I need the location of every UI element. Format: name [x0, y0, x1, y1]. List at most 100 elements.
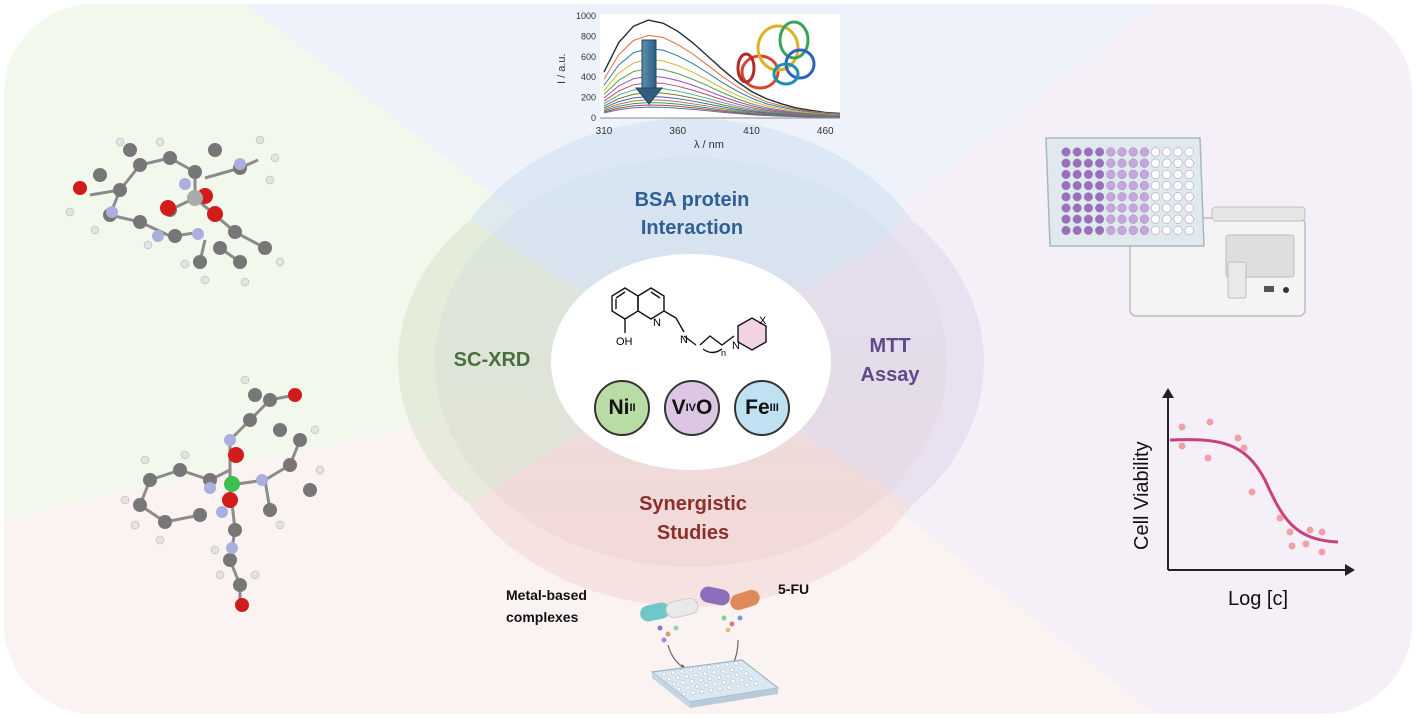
plate-well [1061, 169, 1071, 179]
small-plate-well [716, 675, 722, 680]
plate-well [1184, 214, 1194, 224]
small-plate-well [738, 666, 744, 671]
plate-well [1095, 214, 1105, 224]
section-mtt-line2: Assay [861, 364, 921, 386]
fluorescence-ytick-label: 800 [581, 31, 596, 41]
plate-well [1184, 158, 1194, 168]
plate-well [1151, 158, 1161, 168]
plate-well [1139, 192, 1149, 202]
plate-well [1184, 225, 1194, 235]
small-plate-well [726, 685, 732, 690]
plate-well [1151, 214, 1161, 224]
plate-well [1117, 147, 1127, 157]
small-plate-well [698, 677, 704, 683]
plate-well [1083, 225, 1093, 235]
plate-well [1106, 225, 1116, 235]
fe-oxidation: III [769, 402, 779, 414]
plate-well [1184, 169, 1194, 179]
fluorescence-xlabel: λ / nm [694, 139, 724, 151]
plate-well [1173, 214, 1183, 224]
plate-well [1162, 214, 1172, 224]
metal-complexes-label-line2: complexes [506, 609, 579, 625]
96-well-plate-icon [1045, 137, 1205, 247]
plate-well [1083, 169, 1093, 179]
plate-well [1095, 181, 1105, 191]
small-plate-well [730, 678, 736, 684]
plate-well [1117, 181, 1127, 191]
dots [657, 615, 743, 643]
plate-well [1162, 203, 1172, 213]
viability-ylabel: Cell Viability [1131, 441, 1153, 550]
plate-well [1095, 169, 1105, 179]
plate-well [1139, 203, 1149, 213]
small-plate-well [720, 668, 726, 674]
plate-well [1083, 214, 1093, 224]
plate-well [1072, 225, 1082, 235]
plate-well [1151, 225, 1161, 235]
plate-well [1072, 192, 1082, 202]
fluorescence-ytick-label: 400 [581, 72, 596, 82]
v-symbol: V [671, 396, 686, 419]
plate-well [1128, 147, 1138, 157]
small-plate-well [734, 672, 740, 678]
section-bsa-line1: BSA protein [635, 189, 750, 211]
plate-well [1106, 147, 1116, 157]
small-plate-well [748, 676, 754, 681]
small-plate-well [735, 683, 741, 689]
fluorescence-xtick-label: 360 [669, 126, 686, 137]
plate-well [1061, 203, 1071, 213]
plate-well [1151, 192, 1161, 202]
plate-well [1106, 158, 1116, 168]
crystal-structure-vanadium [65, 135, 285, 287]
small-plate-well [680, 680, 686, 685]
plate-well [1117, 169, 1127, 179]
ligand-n2: N [680, 334, 688, 346]
plate-well [1128, 158, 1138, 168]
plate-well [1061, 147, 1071, 157]
small-plate-well [685, 685, 691, 690]
fluorescence-ytick-label: 600 [581, 52, 596, 62]
plate-well [1173, 147, 1183, 157]
small-plate-well [708, 687, 714, 693]
plate-well [1128, 225, 1138, 235]
plate-well [1151, 203, 1161, 213]
v-oxo: O [696, 396, 713, 419]
5fu-label: 5-FU [778, 581, 809, 597]
ligand-x: X [759, 315, 767, 327]
small-plate-well [712, 681, 718, 687]
small-plate-well [703, 682, 709, 688]
plate-well [1128, 214, 1138, 224]
plate-well [1139, 225, 1149, 235]
sigmoid-curve [1169, 438, 1339, 544]
small-plate-well [661, 671, 667, 677]
section-mtt-line1: MTT [869, 335, 910, 357]
synergy-illustration [640, 586, 780, 708]
small-plate-well [724, 662, 730, 668]
plate-well [1117, 158, 1127, 168]
plate-well [1072, 203, 1082, 213]
small-plate-well [693, 672, 699, 678]
plate-well [1106, 192, 1116, 202]
plate-well [1095, 192, 1105, 202]
fluorescence-xtick-label: 310 [596, 126, 613, 137]
plate-well [1162, 147, 1172, 157]
v-oxidation: IV [685, 402, 697, 414]
plate-well [1061, 214, 1071, 224]
plate-well [1083, 147, 1093, 157]
small-plate-well [690, 690, 696, 695]
viability-chart: Cell Viability Log [c] [1131, 388, 1355, 610]
fluorescence-xtick-label: 460 [817, 126, 834, 137]
section-synergy-line2: Studies [657, 522, 729, 544]
small-plate-well [671, 681, 677, 687]
ni-oxidation: II [629, 402, 636, 414]
plate-well [1139, 214, 1149, 224]
plate-well [1173, 158, 1183, 168]
plate-well [1151, 147, 1161, 157]
small-plate-well [753, 681, 759, 686]
fluorescence-series-line [603, 106, 841, 118]
small-plate-well [697, 666, 703, 672]
small-plate-well [684, 674, 690, 679]
small-plate-well [702, 671, 708, 677]
